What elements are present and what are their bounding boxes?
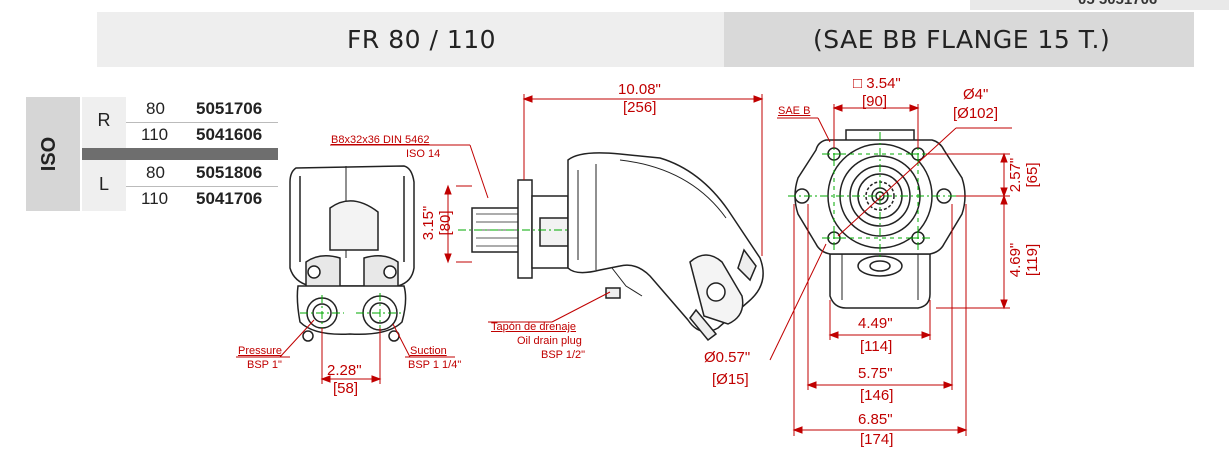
pilot-diameter-in: Ø4" bbox=[963, 86, 989, 103]
side-view-pump bbox=[289, 165, 415, 342]
shaft-spec: B8x32x36 DIN 5462 bbox=[331, 134, 430, 146]
side-view-centerlines bbox=[300, 293, 404, 334]
side-view-dimensions bbox=[236, 319, 455, 384]
size-cell: 110 bbox=[141, 125, 169, 144]
shaft-length-mm: [80] bbox=[437, 210, 454, 236]
flange-square-in: □ 3.54" bbox=[853, 75, 901, 92]
corner-strip bbox=[970, 0, 1229, 10]
suction-label: Suction bbox=[410, 345, 447, 357]
code-cell: 5051706 bbox=[196, 99, 263, 118]
group-separator bbox=[82, 148, 278, 160]
size-cell: 80 bbox=[146, 163, 165, 182]
iso-column bbox=[26, 97, 80, 211]
header-banner-left bbox=[97, 12, 724, 67]
side-label-l: L bbox=[98, 174, 109, 194]
drain-plug-thread: BSP 1/2" bbox=[541, 349, 586, 361]
front-view-centerlines bbox=[788, 132, 972, 260]
main-view-pump bbox=[471, 152, 764, 342]
pilot-diameter-mm: [Ø102] bbox=[953, 105, 999, 122]
bolt-hole-mm: [Ø15] bbox=[712, 371, 749, 388]
flange-square-mm: [90] bbox=[862, 93, 888, 110]
code-cell: 5041606 bbox=[196, 125, 263, 144]
size-cell: 80 bbox=[146, 99, 165, 118]
bottom-height-in: 4.69" bbox=[1007, 242, 1024, 278]
port-spacing-mm: [58] bbox=[333, 380, 359, 397]
top-height-mm: [65] bbox=[1024, 162, 1041, 188]
shaft-length-in: 3.15" bbox=[420, 205, 437, 241]
top-height-in: 2.57" bbox=[1007, 157, 1024, 193]
size-cell: 110 bbox=[141, 189, 169, 208]
side-label-r: R bbox=[97, 110, 111, 130]
width-1-in: 4.49" bbox=[858, 315, 893, 332]
width-2-mm: [146] bbox=[860, 387, 894, 404]
width-1-mm: [114] bbox=[860, 338, 893, 355]
width-3-mm: [174] bbox=[860, 431, 894, 448]
shaft-iso: ISO 14 bbox=[406, 148, 441, 160]
row-divider bbox=[126, 122, 278, 123]
corner-code: 05 5051706 bbox=[1078, 0, 1157, 8]
flange-title: (SAE BB FLANGE 15 T.) bbox=[813, 25, 1111, 54]
bottom-height-mm: [119] bbox=[1024, 243, 1041, 277]
drain-plug-es: Tapón de drenaje bbox=[491, 321, 577, 333]
overall-length-mm: [256] bbox=[623, 99, 657, 116]
code-cell: 5051806 bbox=[196, 163, 263, 182]
header-banner-right bbox=[724, 12, 1194, 67]
bolt-hole-in: Ø0.57" bbox=[704, 349, 751, 366]
width-3-in: 6.85" bbox=[858, 411, 893, 428]
code-cell: 5041706 bbox=[196, 189, 263, 208]
model-title: FR 80 / 110 bbox=[347, 25, 497, 54]
drain-plug-en: Oil drain plug bbox=[517, 335, 582, 347]
pressure-label: Pressure bbox=[238, 345, 283, 357]
front-view-dimensions bbox=[769, 104, 1012, 436]
pressure-thread: BSP 1" bbox=[247, 359, 282, 371]
suction-thread: BSP 1 1/4" bbox=[408, 359, 462, 371]
sae-label: SAE B bbox=[778, 105, 811, 117]
port-spacing-in: 2.28" bbox=[327, 362, 362, 379]
main-view-dimensions bbox=[330, 94, 764, 323]
row-divider bbox=[126, 186, 278, 187]
width-2-in: 5.75" bbox=[858, 365, 893, 382]
overall-length-in: 10.08" bbox=[618, 81, 661, 98]
